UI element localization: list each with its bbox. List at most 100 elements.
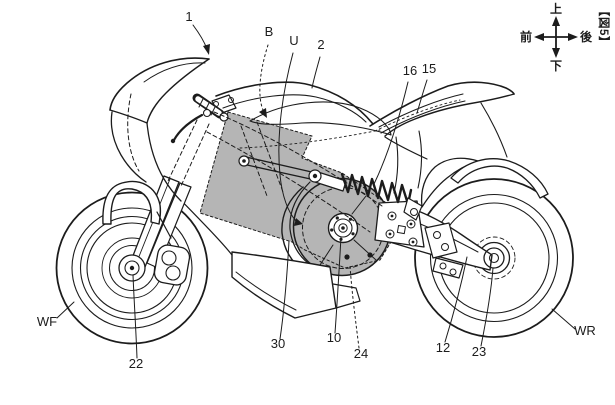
- footpeg-bolt-1: [433, 231, 441, 239]
- shock-spring-coil: [340, 172, 413, 206]
- subframe-front: [393, 136, 399, 194]
- motor-rib-2: [351, 195, 367, 215]
- footpeg-bolt-2: [441, 243, 449, 251]
- ref-label-U: U: [289, 33, 298, 48]
- tail-underside: [384, 93, 515, 137]
- seat-pan-line-1: [378, 93, 464, 128]
- rear-tire-outer: [414, 178, 574, 338]
- tail-lower-line: [480, 102, 508, 158]
- motor-hub-inner: [338, 223, 348, 233]
- fender-stay: [156, 211, 172, 239]
- ref-label-1: 1: [185, 9, 192, 24]
- leader-B: [259, 44, 269, 111]
- direction-compass: 上 下 前 後: [520, 1, 593, 73]
- compass-rear-label: 後: [580, 29, 593, 44]
- fairing-side-edge: [146, 122, 182, 202]
- front-fender: [102, 180, 172, 239]
- grip-ridge-3: [210, 106, 216, 116]
- windscreen-top-edge: [109, 57, 210, 111]
- footpeg-lower-bolt-2: [449, 268, 457, 276]
- leader-10: [334, 236, 342, 334]
- motor-axle-dot: [341, 226, 345, 230]
- rear-axle-outer: [483, 247, 505, 269]
- motor-rib-3: [319, 244, 334, 266]
- front-tire-outer: [55, 191, 209, 345]
- leader-15: [416, 79, 428, 114]
- leader-lines: [56, 24, 576, 359]
- motor-bolt-4: [335, 216, 339, 220]
- compass-front-label: 前: [520, 29, 532, 44]
- front-tire-inner: [71, 207, 193, 329]
- belly-pan-inner-line: [235, 271, 297, 311]
- belly-pan-tab: [332, 283, 361, 309]
- ref-label-12: 12: [436, 340, 450, 355]
- rear-hugger-fender: [450, 158, 549, 199]
- leader-B-arrowhead: [259, 108, 267, 118]
- footpeg-bracket: [424, 222, 458, 259]
- compass-up-arrowhead: [552, 16, 560, 26]
- leader-12: [444, 256, 468, 343]
- body-dotted-line: [239, 129, 381, 149]
- ref-label-15: 15: [422, 61, 436, 76]
- hidden-lines: [127, 93, 383, 233]
- windscreen-inner-line: [143, 62, 206, 83]
- seat-cowl-lower: [384, 136, 428, 160]
- motor-bolt-5: [348, 217, 352, 221]
- rear-rim: [438, 202, 550, 314]
- front-wheel: [55, 191, 209, 345]
- caliper-hole-1: [161, 250, 177, 266]
- tank-inner-line: [222, 94, 367, 123]
- fork-hidden-front: [167, 119, 198, 182]
- frame-hidden-lower: [206, 131, 371, 233]
- subframe-rear: [417, 130, 423, 189]
- motor-housing-arc-inner: [289, 181, 313, 267]
- pivot-bolt-2-dot: [388, 232, 392, 236]
- rear-bodywork: [420, 102, 549, 208]
- fairing-hidden-inner: [127, 93, 140, 172]
- ref-label-B: B: [265, 24, 274, 39]
- motor-bolt-1: [351, 232, 355, 236]
- seat-dotted-line: [374, 99, 461, 132]
- leader-23: [480, 267, 494, 347]
- seat-front-edge: [369, 81, 515, 127]
- footpeg-lower-bolt-1: [439, 262, 447, 270]
- front-axle: [118, 254, 146, 282]
- ref-label-16: 16: [403, 63, 417, 78]
- rear-axle: [483, 247, 505, 269]
- ref-label-2: 2: [317, 37, 324, 52]
- leader-1: [192, 24, 208, 50]
- dark-bolt-2: [367, 252, 373, 258]
- pivot-nut: [396, 225, 406, 235]
- motor-hub-mid: [333, 218, 353, 238]
- rear-axle-inner: [488, 252, 500, 264]
- shock-link-rod-bottom: [246, 164, 316, 181]
- pivot-bolt-1-dot: [390, 214, 394, 218]
- lever-perch: [202, 108, 212, 118]
- tank-top-line: [215, 81, 374, 125]
- caliper-hole-2: [165, 265, 181, 281]
- brake-lever: [172, 113, 204, 142]
- front-fork: [128, 175, 192, 286]
- compass-front-arrowhead: [534, 33, 544, 41]
- nose-fairing: [109, 57, 210, 202]
- leader-WF: [56, 301, 75, 319]
- clamp-bolt-2: [228, 97, 234, 103]
- ref-label-23: 23: [472, 344, 486, 359]
- ref-label-WF: WF: [37, 314, 57, 329]
- figure-number-label: 【図5】: [597, 5, 611, 48]
- rear-wheel: [414, 178, 574, 338]
- frame-hidden-cross-1: [240, 125, 268, 197]
- ref-label-22: 22: [129, 356, 143, 371]
- ref-label-10: 10: [327, 330, 341, 345]
- upper-bodywork: [215, 81, 515, 194]
- front-hub-outer: [109, 245, 155, 291]
- pivot-bolt-3-dot: [409, 222, 413, 226]
- compass-up-label: 上: [550, 1, 562, 16]
- leader-U-arrowhead: [294, 218, 303, 226]
- motor-rib-1: [353, 239, 377, 261]
- front-axle-dot: [129, 265, 135, 271]
- front-fender-body: [102, 180, 162, 225]
- ref-label-24: 24: [354, 346, 368, 361]
